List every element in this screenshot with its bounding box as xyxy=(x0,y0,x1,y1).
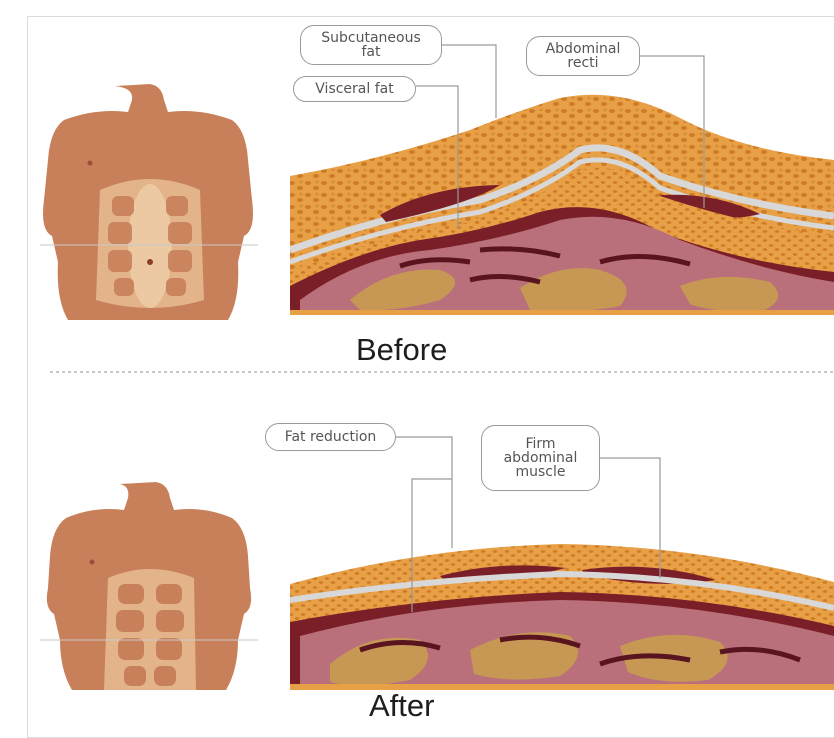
callout-line: Fat reduction xyxy=(285,430,377,444)
callout-line: Abdominal xyxy=(546,42,621,56)
after-cross-section xyxy=(290,544,834,690)
callout-line: fat xyxy=(321,45,421,59)
callout-firm-abdominal-muscle: Firm abdominal muscle xyxy=(481,425,600,491)
callout-line: muscle xyxy=(504,465,578,479)
after-torso-illustration xyxy=(40,482,258,690)
callout-line: recti xyxy=(546,56,621,70)
callout-fat-reduction: Fat reduction xyxy=(265,423,396,451)
callout-subcutaneous-fat: Subcutaneous fat xyxy=(300,25,442,65)
after-title: After xyxy=(369,688,434,724)
callout-abdominal-recti: Abdominal recti xyxy=(526,36,640,76)
callout-line: Visceral fat xyxy=(315,82,393,96)
callout-line: Subcutaneous xyxy=(321,31,421,45)
callout-line: abdominal xyxy=(504,451,578,465)
callout-line: Firm xyxy=(504,437,578,451)
before-title: Before xyxy=(356,332,447,368)
before-cross-section xyxy=(290,95,834,315)
before-torso-illustration xyxy=(40,84,258,320)
callout-visceral-fat: Visceral fat xyxy=(293,76,416,102)
